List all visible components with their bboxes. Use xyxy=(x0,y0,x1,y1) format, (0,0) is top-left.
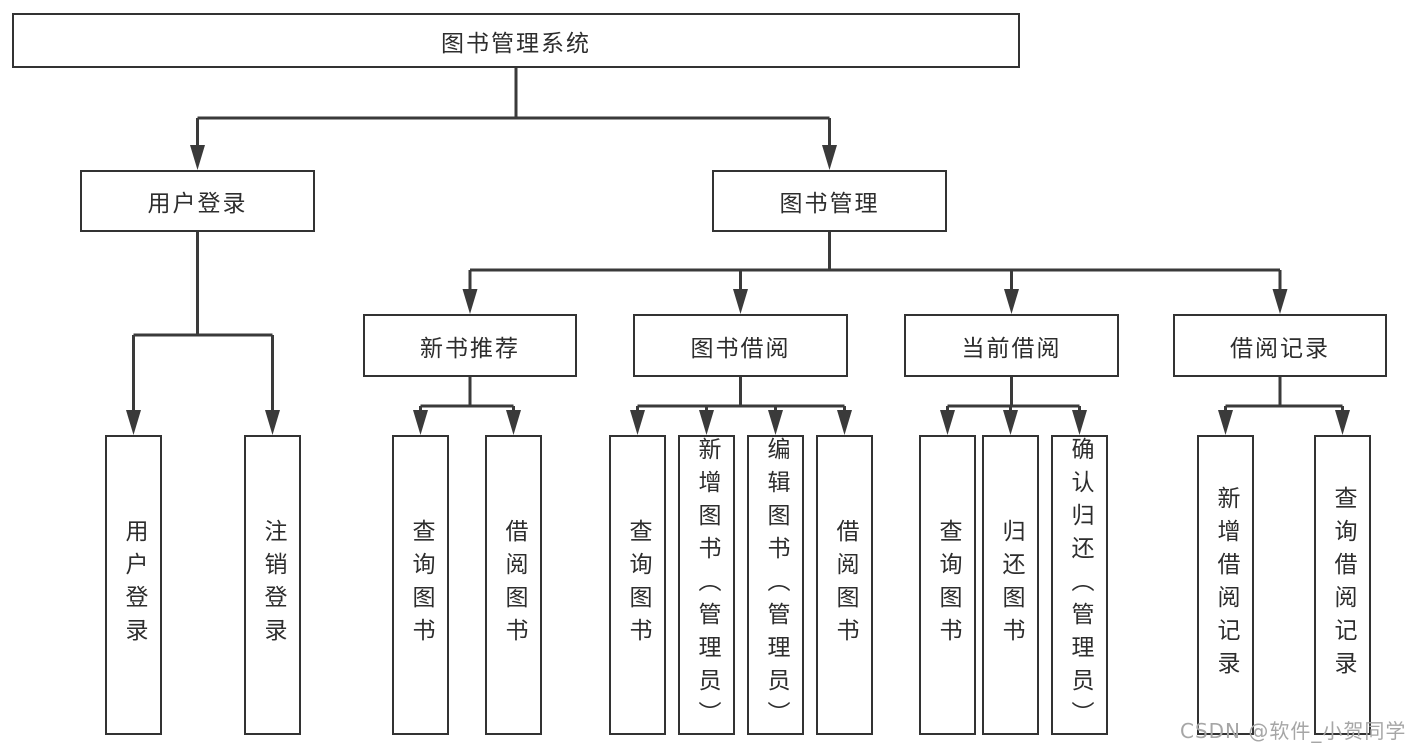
leaf-borrow-borrow-books: 借阅图书 xyxy=(816,435,873,735)
leaf-label: 查询借阅记录 xyxy=(1330,486,1356,684)
leaf-logout-login: 注销登录 xyxy=(244,435,301,735)
leaf-borrow-add-books-admin: 新增图书（管理员） xyxy=(678,435,735,735)
node-current-borrow: 当前借阅 xyxy=(904,314,1119,377)
leaf-label: 查询图书 xyxy=(408,519,434,651)
leaf-label: 确认归还（管理员） xyxy=(1067,436,1093,734)
leaf-label: 编辑图书（管理员） xyxy=(763,436,789,734)
leaf-borrow-edit-books-admin: 编辑图书（管理员） xyxy=(747,435,804,735)
leaf-label: 新增图书（管理员） xyxy=(694,436,720,734)
leaf-label: 注销登录 xyxy=(260,519,286,651)
node-new-book-recommend: 新书推荐 xyxy=(363,314,577,377)
leaf-current-confirm-return-admin: 确认归还（管理员） xyxy=(1051,435,1108,735)
node-book-borrow: 图书借阅 xyxy=(633,314,848,377)
leaf-current-query-books: 查询图书 xyxy=(919,435,976,735)
node-borrow-records: 借阅记录 xyxy=(1173,314,1387,377)
node-user-login: 用户登录 xyxy=(80,170,315,232)
leaf-label: 查询图书 xyxy=(935,519,961,651)
node-book-management: 图书管理 xyxy=(712,170,947,232)
node-label: 借阅记录 xyxy=(1230,335,1330,362)
leaf-label: 归还图书 xyxy=(998,519,1024,651)
node-label: 当前借阅 xyxy=(961,335,1062,362)
leaf-records-query-record: 查询借阅记录 xyxy=(1314,435,1371,735)
node-label: 图书管理 xyxy=(779,191,880,217)
leaf-label: 借阅图书 xyxy=(832,519,858,651)
leaf-label: 借阅图书 xyxy=(501,519,527,651)
leaf-label: 用户登录 xyxy=(121,519,147,651)
leaf-user-login: 用户登录 xyxy=(105,435,162,735)
leaf-recommend-borrow-books: 借阅图书 xyxy=(485,435,542,735)
node-label: 用户登录 xyxy=(147,191,248,217)
leaf-records-add-record: 新增借阅记录 xyxy=(1197,435,1254,735)
node-label: 图书管理系统 xyxy=(441,30,591,57)
leaf-label: 新增借阅记录 xyxy=(1213,486,1239,684)
leaf-current-return-books: 归还图书 xyxy=(982,435,1039,735)
csdn-watermark: CSDN @软件_小贺同学 xyxy=(1180,719,1405,743)
leaf-label: 查询图书 xyxy=(625,519,651,651)
leaf-borrow-query-books: 查询图书 xyxy=(609,435,666,735)
node-label: 新书推荐 xyxy=(420,335,520,362)
node-library-management-system: 图书管理系统 xyxy=(12,13,1020,68)
leaf-recommend-query-books: 查询图书 xyxy=(392,435,449,735)
node-label: 图书借阅 xyxy=(690,335,791,362)
